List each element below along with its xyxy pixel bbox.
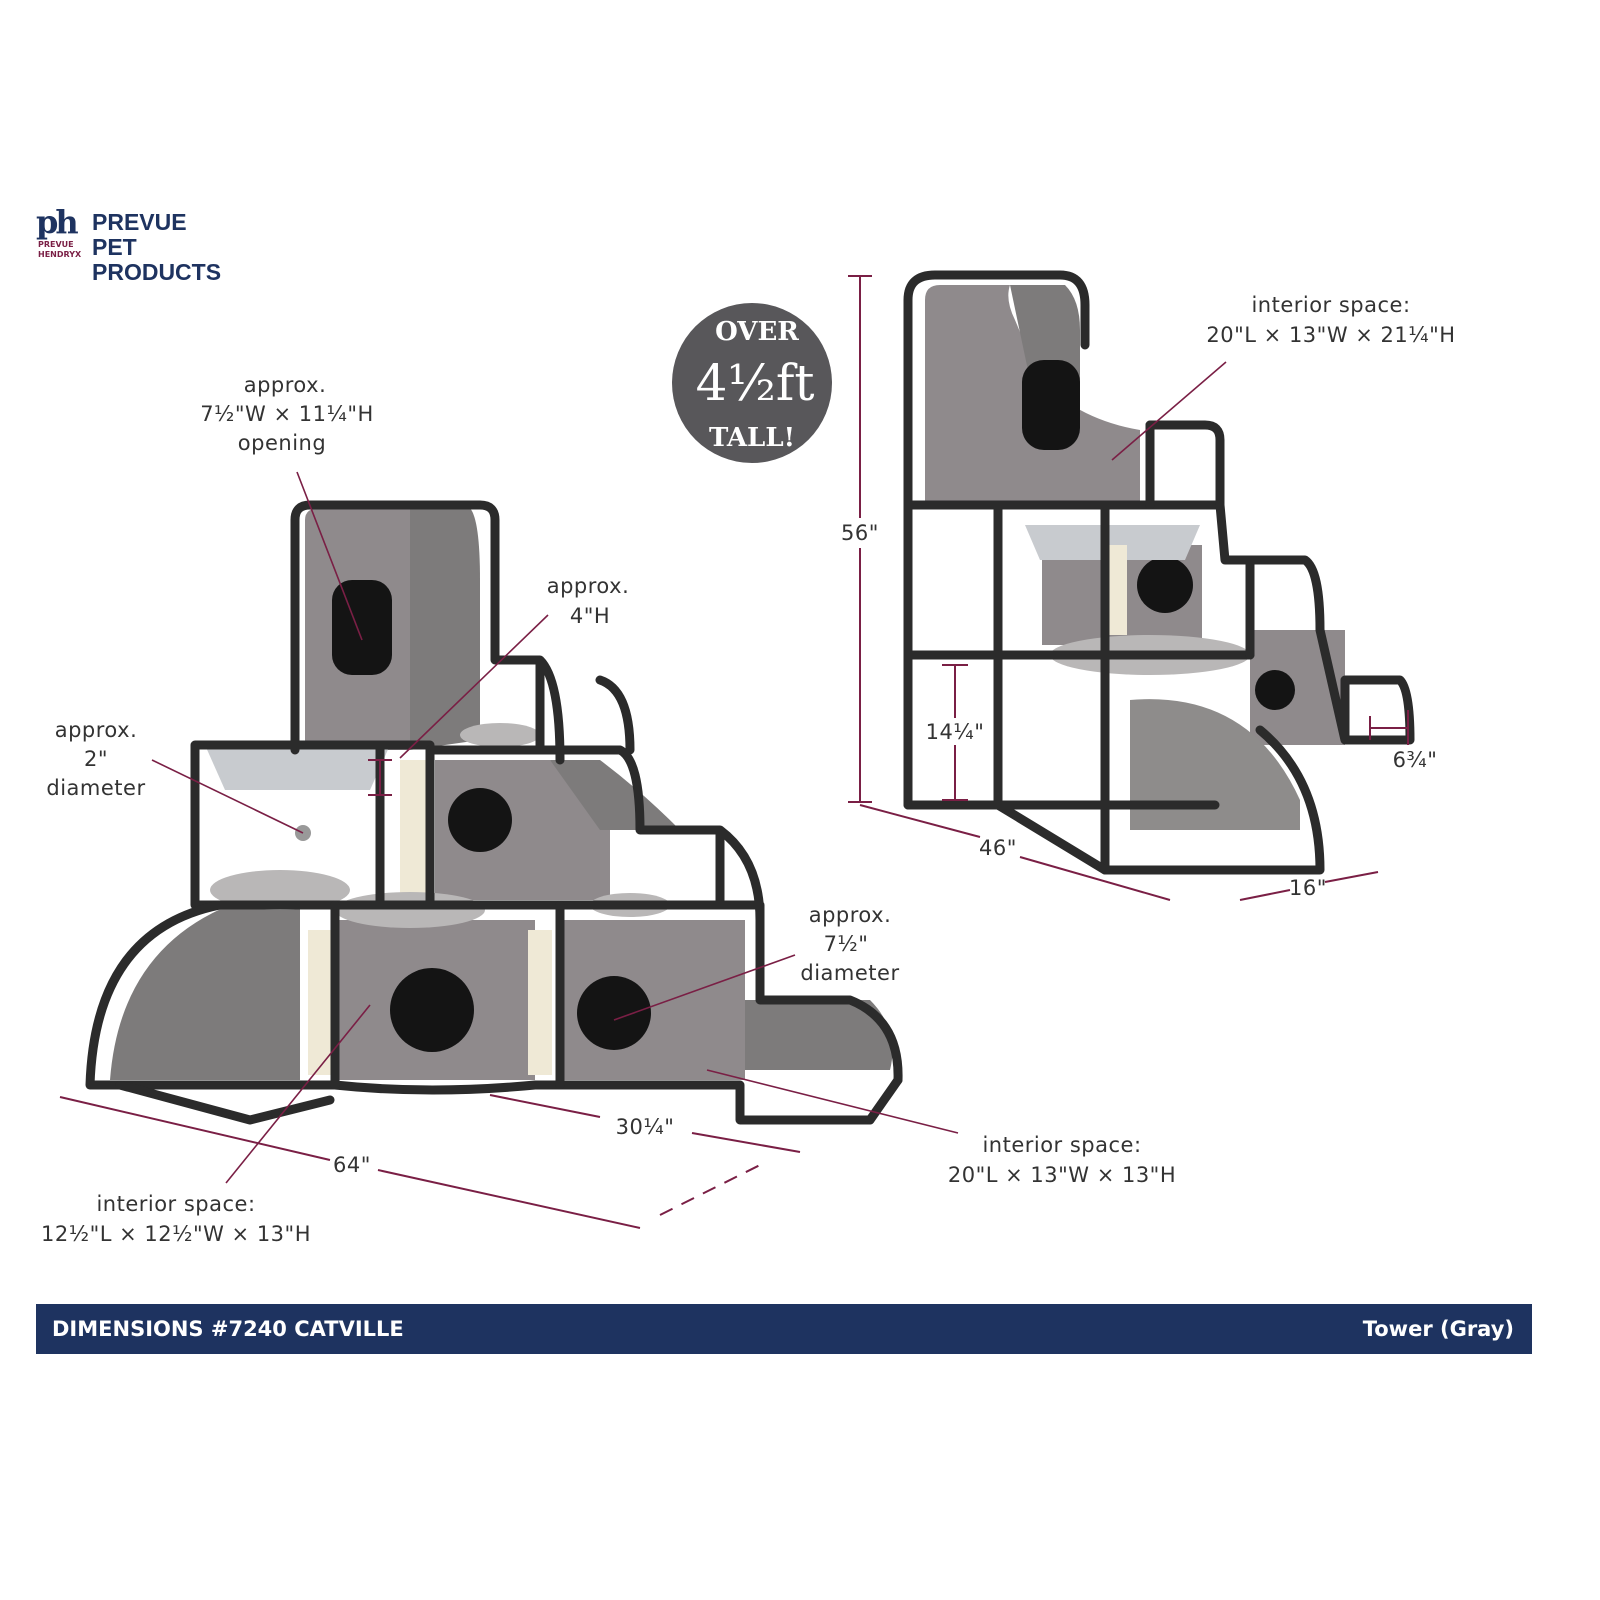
svg-text:4½ft: 4½ft xyxy=(696,354,815,412)
interior-small-label: interior space: xyxy=(96,1192,255,1216)
footer-bar: DIMENSIONS #7240 CATVILLE Tower (Gray) xyxy=(36,1304,1532,1354)
ball-label: approx. xyxy=(55,718,138,742)
catville-front-view xyxy=(85,500,903,1125)
length-46-label: 46" xyxy=(979,836,1017,860)
width-64-label: 64" xyxy=(333,1153,371,1177)
depth-30-label: 30¼" xyxy=(616,1115,675,1139)
footer-title: DIMENSIONS #7240 CATVILLE xyxy=(52,1317,404,1341)
level-height-label: 14¼" xyxy=(926,720,985,744)
svg-text:4"H: 4"H xyxy=(570,604,610,628)
svg-text:diameter: diameter xyxy=(800,961,899,985)
height-badge: OVER 4½ft TALL! xyxy=(672,303,832,463)
interior-mid-label: interior space: xyxy=(982,1133,1141,1157)
depth-16-label: 16" xyxy=(1289,876,1327,900)
opening-label: approx. xyxy=(244,373,327,397)
height-56-label: 56" xyxy=(841,521,879,545)
catville-side-view xyxy=(903,270,1415,875)
svg-text:7½": 7½" xyxy=(824,932,869,956)
svg-text:OVER: OVER xyxy=(715,317,799,347)
step-label: 6¾" xyxy=(1393,748,1438,772)
interior-top-label: interior space: xyxy=(1251,293,1410,317)
dimension-lines xyxy=(59,275,1409,1229)
svg-text:20"L × 13"W × 13"H: 20"L × 13"W × 13"H xyxy=(948,1163,1176,1187)
leader-lines xyxy=(151,361,1227,1184)
right-labels: interior space: 20"L × 13"W × 21¼"H 56" … xyxy=(841,293,1455,900)
svg-text:opening: opening xyxy=(238,431,326,455)
svg-text:2": 2" xyxy=(84,747,108,771)
svg-text:diameter: diameter xyxy=(46,776,145,800)
svg-text:12½"L × 12½"W × 13"H: 12½"L × 12½"W × 13"H xyxy=(41,1222,311,1246)
svg-text:7½"W × 11¼"H: 7½"W × 11¼"H xyxy=(200,402,374,426)
logo-mark: ph xyxy=(36,203,79,241)
left-labels: approx. 7½"W × 11¼"H opening approx. 4"H… xyxy=(41,373,1176,1246)
height-4-label: approx. xyxy=(547,574,630,598)
svg-text:20"L × 13"W × 21¼"H: 20"L × 13"W × 21¼"H xyxy=(1206,323,1455,347)
svg-text:TALL!: TALL! xyxy=(709,423,795,453)
footer-variant: Tower (Gray) xyxy=(1362,1317,1514,1341)
hole-label: approx. xyxy=(809,903,892,927)
